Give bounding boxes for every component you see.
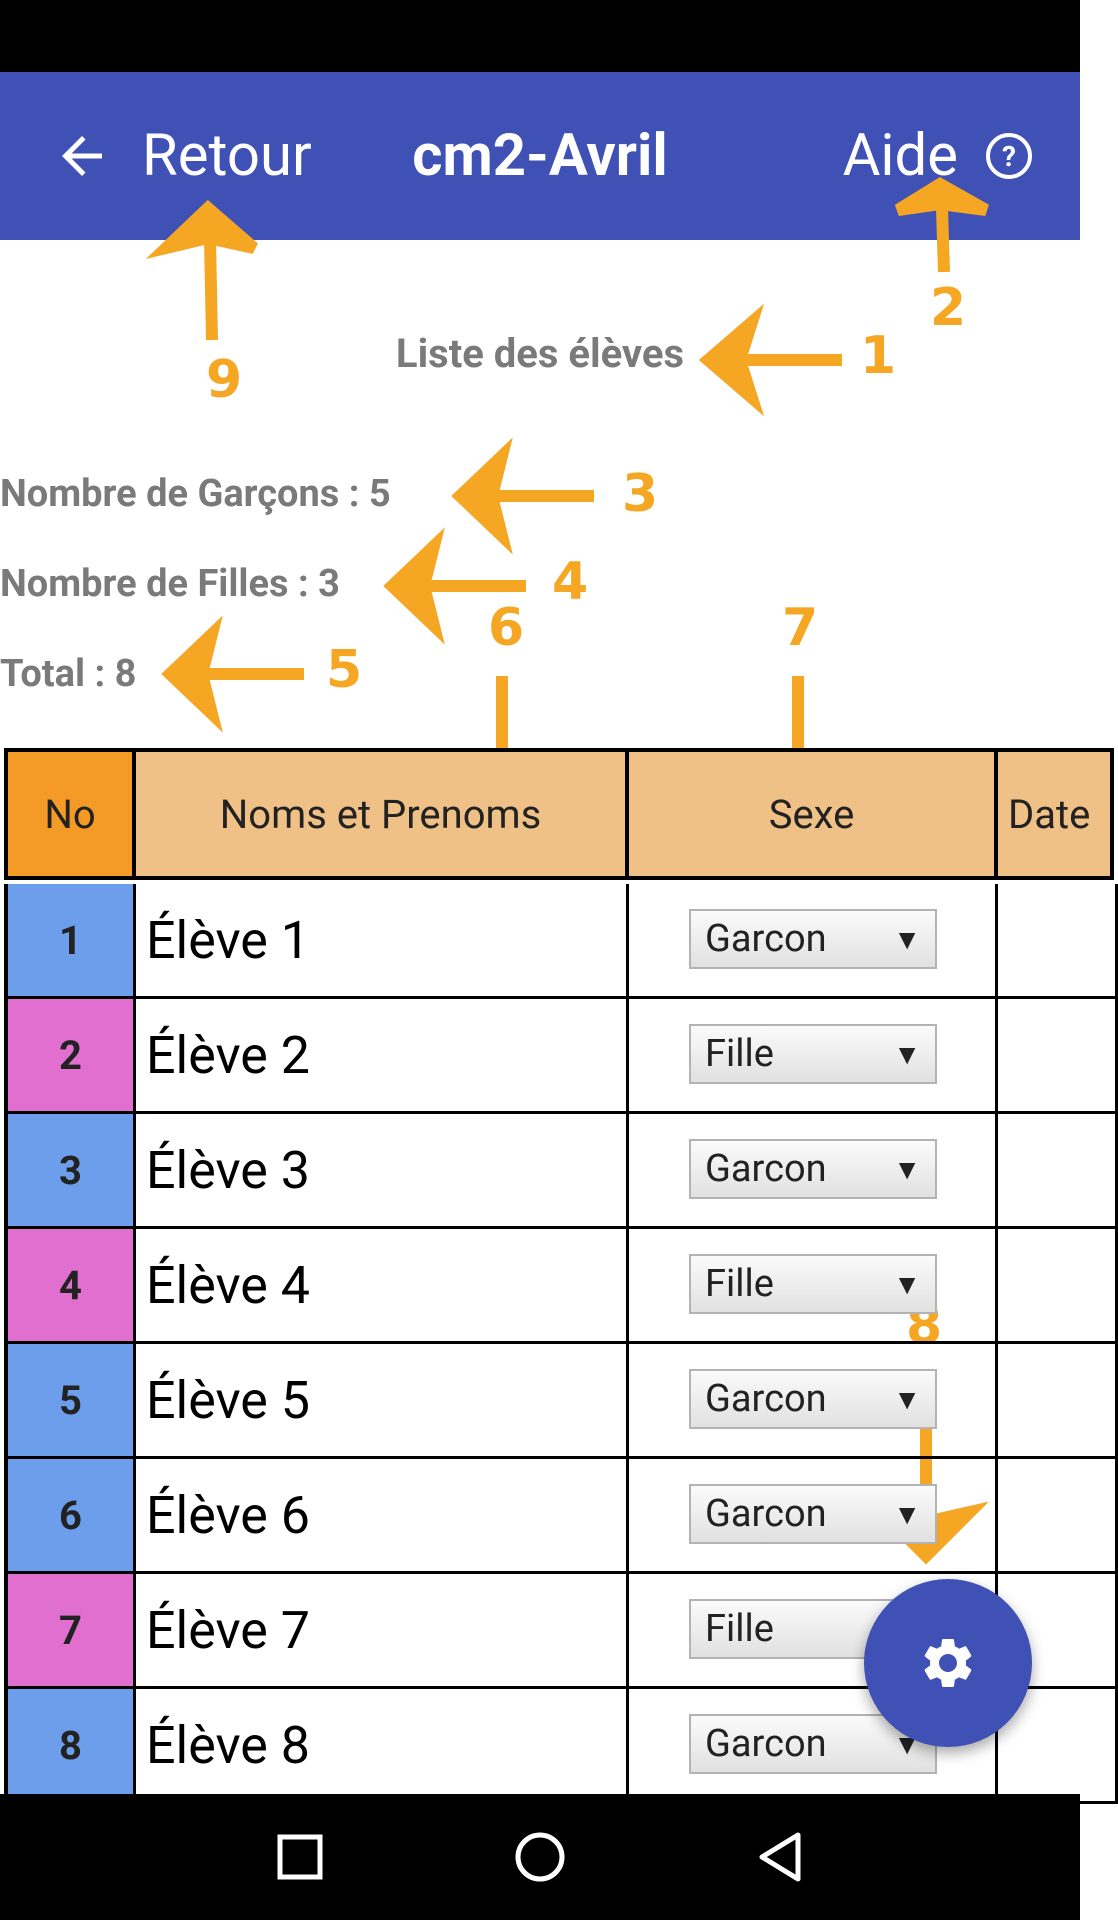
triangle-down-icon: ▼ — [893, 1382, 921, 1416]
student-name[interactable]: Élève 2 — [136, 999, 629, 1114]
sexe-cell: Garcon ▼ — [629, 1114, 998, 1229]
sexe-value: Garcon — [705, 1377, 827, 1421]
row-number: 8 — [4, 1689, 136, 1804]
triangle-down-icon: ▼ — [893, 1037, 921, 1071]
annotation-9: 9 — [206, 350, 243, 410]
settings-fab[interactable] — [864, 1579, 1032, 1747]
row-number: 1 — [4, 884, 136, 999]
sexe-value: Fille — [705, 1607, 774, 1651]
sexe-value: Garcon — [705, 917, 827, 961]
header-names: Noms et Prenoms — [132, 748, 629, 880]
boys-count: Nombre de Garçons : 5 — [0, 472, 391, 516]
sexe-value: Garcon — [705, 1492, 827, 1536]
sexe-select[interactable]: Garcon ▼ — [689, 909, 937, 969]
help-circle-icon: ? — [986, 133, 1032, 179]
girls-count: Nombre de Filles : 3 — [0, 562, 340, 606]
student-name[interactable]: Élève 1 — [136, 884, 629, 999]
sexe-value: Garcon — [705, 1722, 827, 1766]
row-number: 3 — [4, 1114, 136, 1229]
row-number: 6 — [4, 1459, 136, 1574]
date-cell[interactable] — [998, 1344, 1118, 1459]
triangle-down-icon: ▼ — [893, 1152, 921, 1186]
annotation-2: 2 — [930, 278, 967, 338]
back-label: Retour — [142, 122, 312, 190]
sexe-cell: Garcon ▼ — [629, 1344, 998, 1459]
student-name[interactable]: Élève 6 — [136, 1459, 629, 1574]
annotation-4: 4 — [552, 552, 589, 612]
annotation-3: 3 — [622, 464, 659, 524]
date-cell[interactable] — [998, 1229, 1118, 1344]
sexe-cell: Garcon ▼ — [629, 1459, 998, 1574]
triangle-down-icon: ▼ — [893, 1267, 921, 1301]
triangle-down-icon: ▼ — [893, 922, 921, 956]
date-cell[interactable] — [998, 1574, 1118, 1689]
triangle-back-icon — [759, 1832, 801, 1882]
row-number: 2 — [4, 999, 136, 1114]
student-name[interactable]: Élève 3 — [136, 1114, 629, 1229]
annotation-6: 6 — [488, 598, 525, 658]
sexe-select[interactable]: Garcon ▼ — [689, 1139, 937, 1199]
circle-icon — [515, 1832, 565, 1882]
student-name[interactable]: Élève 7 — [136, 1574, 629, 1689]
student-name[interactable]: Élève 8 — [136, 1689, 629, 1804]
annotation-7: 7 — [782, 598, 819, 658]
sexe-cell: Garcon▼ — [629, 1689, 998, 1804]
sexe-value: Fille — [705, 1032, 774, 1076]
header-date: Date — [994, 748, 1114, 880]
sexe-select[interactable]: Garcon ▼ — [689, 1369, 937, 1429]
row-number: 7 — [4, 1574, 136, 1689]
gear-icon — [924, 1639, 972, 1687]
header-sexe: Sexe — [625, 748, 998, 880]
date-cell[interactable] — [998, 1459, 1118, 1574]
sexe-select[interactable]: Fille ▼ — [689, 1024, 937, 1084]
sexe-value: Fille — [705, 1262, 774, 1306]
sexe-value: Garcon — [705, 1147, 827, 1191]
arrow-back-icon — [62, 136, 102, 176]
triangle-down-icon: ▼ — [893, 1497, 921, 1531]
status-bar — [0, 0, 1080, 72]
help-button[interactable]: Aide ? — [843, 72, 1032, 240]
row-number: 4 — [4, 1229, 136, 1344]
annotation-5: 5 — [326, 640, 363, 700]
total-count: Total : 8 — [0, 652, 137, 696]
sexe-select[interactable]: Fille ▼ — [689, 1254, 937, 1314]
date-cell[interactable] — [998, 1114, 1118, 1229]
list-title: Liste des élèves — [395, 330, 685, 377]
row-number: 5 — [4, 1344, 136, 1459]
back-nav-button[interactable] — [720, 1794, 840, 1920]
home-button[interactable] — [480, 1794, 600, 1920]
sexe-select[interactable]: Garcon ▼ — [689, 1484, 937, 1544]
header-no: No — [4, 748, 136, 880]
sexe-cell: Fille ▼ — [629, 1229, 998, 1344]
sexe-cell: Garcon ▼ — [629, 884, 998, 999]
square-icon — [277, 1834, 323, 1880]
sexe-cell: Fille ▼ — [629, 999, 998, 1114]
annotation-1: 1 — [860, 326, 897, 386]
date-cell[interactable] — [998, 884, 1118, 999]
sexe-select[interactable]: Garcon▼ — [689, 1714, 937, 1774]
student-name[interactable]: Élève 5 — [136, 1344, 629, 1459]
recents-button[interactable] — [240, 1794, 360, 1920]
student-name[interactable]: Élève 4 — [136, 1229, 629, 1344]
back-button[interactable]: Retour — [52, 72, 312, 240]
date-cell[interactable] — [998, 999, 1118, 1114]
system-nav-bar — [0, 1794, 1080, 1920]
